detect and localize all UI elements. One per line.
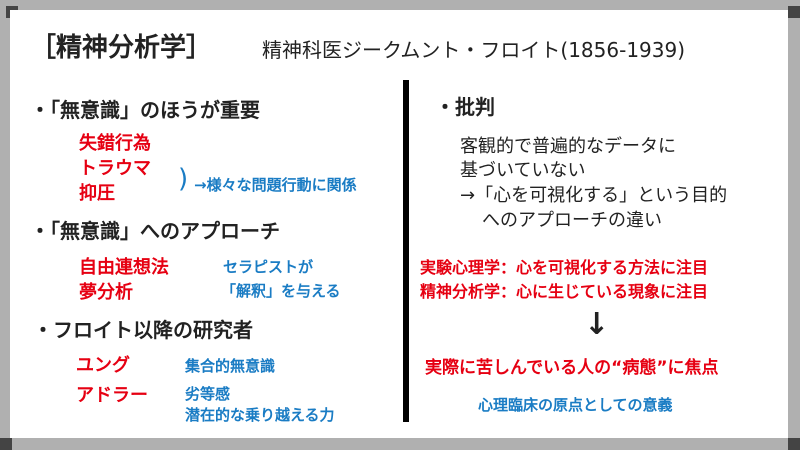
corner-bottom-right (788, 438, 800, 450)
critique-line-4: へのアプローチの違い (482, 210, 662, 231)
corner-top-right (788, 6, 800, 18)
adler-note-2: 潜在的な乗り越える力 (185, 406, 335, 424)
section2-heading: ・「無意識」へのアプローチ (30, 219, 280, 243)
critique-line-2: 基づいていない (460, 160, 586, 181)
down-arrow-icon: ↓ (584, 307, 610, 342)
section2-note-1: セラピストが (223, 258, 314, 276)
item-parapraxis: 失錯行為 (79, 133, 151, 154)
comparison-experimental: 実験心理学：心を可視化する方法に注目 (420, 258, 709, 277)
conclusion: 実際に苦しんでいる人の“病態”に焦点 (425, 358, 719, 378)
slide-subtitle: 精神科医ジークムント・フロイト(1856-1939) (262, 38, 686, 62)
section1-note: →様々な問題行動に関係 (194, 176, 357, 194)
slide (10, 10, 788, 438)
significance: 心理臨床の原点としての意義 (478, 396, 673, 414)
item-repression: 抑圧 (79, 183, 115, 204)
section1-heading: ・「無意識」のほうが重要 (30, 98, 260, 122)
item-trauma: トラウマ (79, 158, 151, 179)
critique-line-1: 客観的で普遍的なデータに (460, 136, 676, 157)
researcher-jung: ユング (76, 355, 130, 376)
slide-title: ［精神分析学］ (30, 33, 213, 63)
critique-heading: ・批判 (435, 95, 495, 119)
adler-note-1: 劣等感 (185, 385, 231, 403)
section3-heading: ・フロイト以降の研究者 (33, 318, 253, 342)
jung-note: 集合的無意識 (185, 357, 276, 375)
section2-note-2: 「解釈」を与える (221, 282, 341, 300)
item-dream-analysis: 夢分析 (79, 282, 133, 303)
researcher-adler: アドラー (76, 385, 148, 406)
divider (403, 80, 409, 422)
comparison-psychoanalysis: 精神分析学：心に生じている現象に注目 (420, 282, 709, 301)
corner-bottom-left (0, 438, 12, 450)
item-free-association: 自由連想法 (79, 257, 169, 278)
brace: ) (178, 164, 189, 194)
critique-line-3: →「心を可視化する」という目的 (460, 185, 728, 206)
